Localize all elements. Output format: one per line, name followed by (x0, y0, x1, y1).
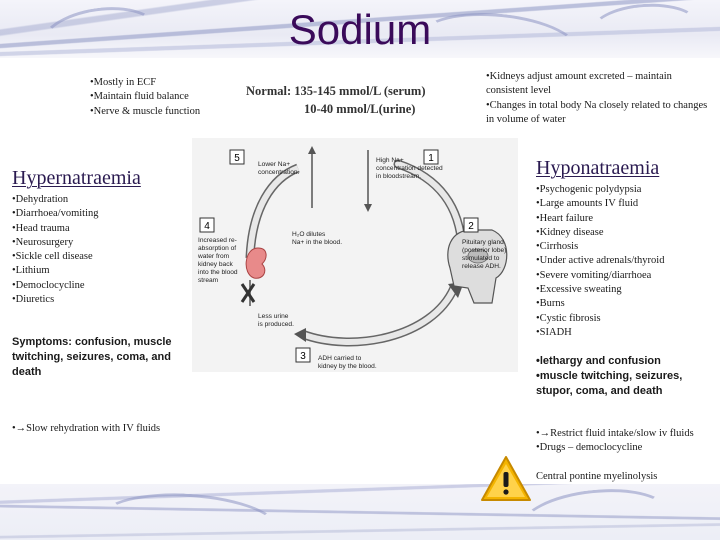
less-urine-line: Less urine (258, 313, 289, 320)
top-decorative-band (0, 0, 720, 58)
warning-icon (481, 456, 531, 501)
normal-urine: 10-40 mmol/L(urine) (304, 102, 416, 116)
list-item: •muscle twitching, seizures, stupor, com… (536, 370, 683, 397)
slide-title: Sodium (288, 6, 432, 53)
dilution-line: Na+ in the blood. (292, 239, 342, 246)
list-item: •Maintain fluid balance (90, 91, 189, 103)
ecf-facts-list: •Mostly in ECF •Maintain fluid balance •… (90, 76, 240, 119)
step-5-number: 5 (234, 153, 240, 164)
list-item: •Excessive sweating (536, 284, 622, 296)
step-2-line: release ADH. (462, 263, 501, 270)
step-1-line: in bloodstream. (376, 173, 421, 180)
list-item: •Democlocycline (12, 279, 85, 291)
kidney-facts-list: •Kidneys adjust amount excreted – mainta… (486, 70, 712, 127)
step-4-line: water from (197, 253, 230, 260)
hyponatraemia-symptoms: •lethargy and confusion •muscle twitchin… (536, 354, 716, 399)
list-item: •Burns (536, 298, 565, 310)
step-3-line: ADH carried to (318, 355, 362, 362)
down-arrowhead (364, 204, 372, 212)
head-icon (447, 229, 508, 304)
adh-regulation-diagram: 1 2 3 4 5 High Na+ concentration detecte… (192, 138, 518, 372)
list-item: •Head trauma (12, 222, 70, 234)
step-1-line: concentration detected (376, 165, 443, 172)
list-item: •Sickle cell disease (12, 251, 93, 263)
list-item: •Neurosurgery (12, 236, 74, 248)
list-item: •Dehydration (12, 194, 69, 205)
list-item: •Nerve & muscle function (90, 105, 201, 117)
list-item: •Cirrhosis (536, 241, 579, 253)
step-4-line: Increased re- (198, 237, 237, 244)
list-item: •Cystic fibrosis (536, 312, 601, 324)
kidney-icon (245, 247, 267, 279)
step-4-line: stream (198, 277, 219, 284)
step-4-line: absorption of (198, 245, 236, 252)
step-5-line: Lower Na+ (258, 161, 290, 168)
step-2-line: stimulated to (462, 255, 500, 262)
list-item: •Kidney disease (536, 226, 604, 238)
list-item: •lethargy and confusion (536, 355, 661, 367)
step-4-line: kidney back (198, 261, 234, 268)
step-1-line: High Na+ (376, 157, 404, 164)
hypernatraemia-symptoms: Symptoms: confusion, muscle twitching, s… (12, 336, 172, 378)
hyponatraemia-causes: •Psychogenic polydypsia •Large amounts I… (536, 183, 716, 340)
hypernatraemia-treatment: •→Slow rehydration with IV fluids (12, 423, 161, 434)
list-item: •Mostly in ECF (90, 77, 157, 88)
list-item: •SIADH (536, 326, 572, 338)
list-item: •Heart failure (536, 212, 594, 224)
list-item: •Under active adrenals/thyroid (536, 255, 665, 267)
list-item: •Lithium (12, 265, 50, 277)
list-item: •Diuretics (12, 294, 55, 306)
step-2-number: 2 (468, 221, 474, 232)
step-2-line: Pituitary gland (462, 239, 504, 246)
hypernatraemia-causes: •Dehydration •Diarrhoea/vomiting •Head t… (12, 193, 187, 307)
step-5-line: concentration. (258, 169, 300, 176)
step-4-number: 4 (204, 221, 210, 232)
step-1-number: 1 (428, 153, 434, 164)
list-item: •Severe vomiting/diarrhoea (536, 269, 652, 281)
list-item: •Psychogenic polydypsia (536, 184, 642, 195)
list-item: •Large amounts IV fluid (536, 198, 639, 210)
list-item: •Diarrhoea/vomiting (12, 208, 99, 220)
hyponatraemia-treatment: •→Restrict fluid intake/slow iv fluids •… (536, 427, 718, 456)
bottom-decorative-band (0, 484, 720, 540)
step-4-line: into the blood (198, 269, 238, 276)
up-arrowhead (308, 146, 316, 154)
step-3-number: 3 (300, 351, 306, 362)
normal-serum: Normal: 135-145 mmol/L (serum) (246, 84, 426, 98)
hypernatraemia-heading: Hypernatraemia (12, 167, 141, 189)
list-item: •Drugs – democlocycline (536, 442, 643, 454)
warning-text: Central pontine myelinolysis (536, 471, 658, 482)
hyponatraemia-heading: Hyponatraemia (536, 157, 660, 179)
list-item: •Kidneys adjust amount excreted – mainta… (486, 71, 672, 97)
step-2-line: (posterior lobe) (462, 247, 506, 254)
step-3-line: kidney by the blood. (318, 363, 377, 370)
cross-icon (240, 283, 256, 303)
list-item: •Changes in total body Na closely relate… (486, 99, 708, 125)
normal-range: Normal: 135-145 mmol/L (serum) 10-40 mmo… (246, 82, 425, 118)
list-item: •→Restrict fluid intake/slow iv fluids (536, 428, 694, 439)
dilution-line: H₂O dilutes (292, 231, 326, 238)
less-urine-line: is produced. (258, 321, 294, 328)
